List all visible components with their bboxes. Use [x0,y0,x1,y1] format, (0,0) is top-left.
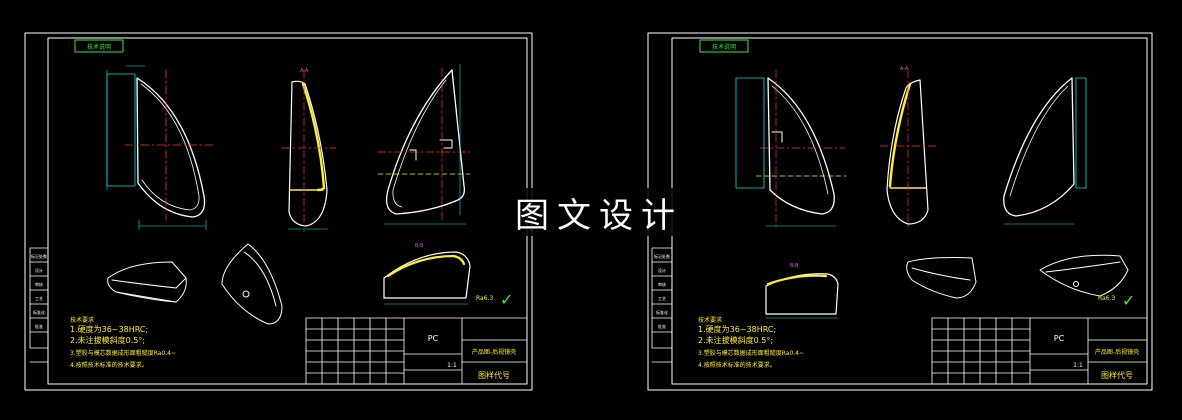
side-label: 标记处数 [654,253,670,259]
check-mark: ✓ [500,290,513,309]
title-block [931,317,1148,385]
svg-text:B-B: B-B [415,243,424,249]
drawing-sheet-right: 技术说明 标记处数 设计 审核 工艺 标准化 批准 [647,32,1153,391]
side-label: 工艺 [35,296,43,301]
svg-text:A-A: A-A [900,66,909,72]
view-section-a: A-A [879,66,937,231]
isometric-view-1 [107,261,187,303]
requirement-line: 2.未注拔模斜度0.5°; [698,335,773,345]
roughness-note: Ra6.3 [476,295,493,302]
view-section-a: A-A [281,68,337,233]
side-label: 设计 [35,267,43,273]
view-side-profile [1003,77,1087,225]
header-tag-box [699,39,749,53]
requirements-title: 技术要求 [70,316,94,324]
requirement-line: 3.塑胶与模芯数据成形面粗糙度Ra0.4~ [698,349,804,357]
header-tag: 技术说明 [87,43,111,51]
requirement-line: 4.按照技术标准的技术要求。 [70,361,148,369]
requirement-line: 1.硬度为36~38HRC; [698,324,776,334]
title-block [305,317,528,385]
drawing-code: 图样代号 [1101,370,1133,380]
view-front [735,69,847,229]
header-tag: 技术说明 [712,43,736,51]
side-label: 设计 [658,267,666,273]
product-name: 产品图-后视镜壳 [1095,348,1139,356]
view-section-b: B-B [383,243,471,305]
requirement-line: 4.按照技术标准的技术要求。 [698,361,776,369]
side-label: 标准化 [656,309,668,315]
drawing-code: 图样代号 [478,370,510,380]
roughness-note: Ra6.3 [1098,295,1115,302]
watermark-title: 图文设计 [504,188,694,236]
requirement-line: 2.未注拔模斜度0.5°; [70,335,145,345]
view-section-b: B-B [765,263,839,319]
material-label: PC [428,334,439,343]
side-label: 标记处数 [31,253,47,259]
svg-text:B-B: B-B [790,263,799,269]
side-label: 审核 [658,281,666,287]
side-table [29,247,49,363]
requirement-line: 1.硬度为36~38HRC; [70,324,148,334]
material-label: PC [1054,334,1065,343]
check-mark: ✓ [1122,291,1135,310]
header-tag-box [74,39,124,53]
product-name: 产品图-后视镜壳 [472,348,516,356]
isometric-view-2 [221,243,283,325]
scale-label: 1:1 [1073,362,1083,369]
requirement-line: 3.塑胶与模芯数据成形面粗糙度Ra0.4~ [70,349,176,357]
svg-text:A-A: A-A [300,68,309,74]
side-label: 标准化 [33,309,45,315]
side-table [651,247,673,363]
requirements-title: 技术要求 [698,316,722,324]
scale-label: 1:1 [447,362,457,369]
side-label: 批准 [658,323,666,329]
view-front [377,63,471,225]
isometric-view-2 [1039,254,1129,297]
isometric-view-1 [906,257,977,299]
side-label: 工艺 [658,296,666,301]
side-label: 批准 [35,323,43,329]
view-side-profile [106,65,216,231]
side-label: 审核 [35,281,43,287]
drawing-sheet-left: 技术说明 标记处数 设计 审核 工艺 标准化 批准 [24,32,533,391]
